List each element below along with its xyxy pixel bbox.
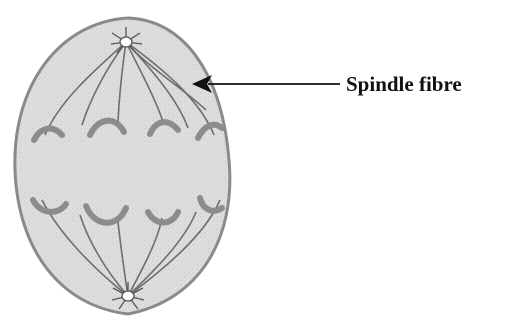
spindle-fibre-label: Spindle fibre	[346, 72, 462, 96]
cell-outline	[15, 18, 230, 314]
